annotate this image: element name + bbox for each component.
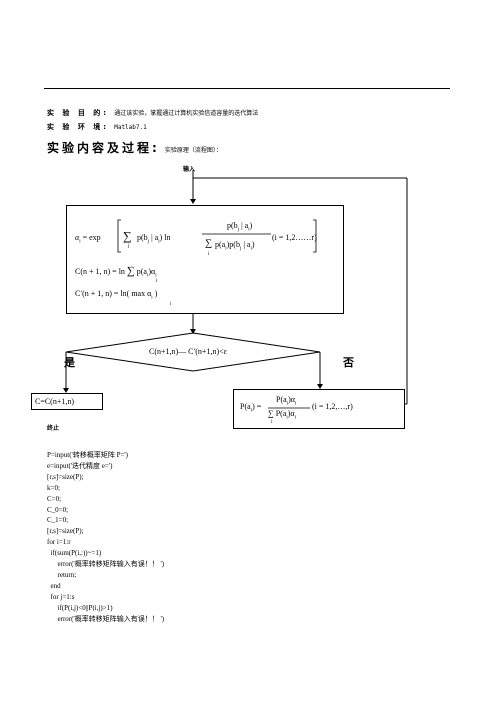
capacity-sum-index: i: [156, 279, 158, 284]
code-line: C=0;: [47, 494, 62, 503]
decision-diamond: [65, 332, 321, 372]
process-heading: 实验内容及过程:: [47, 141, 160, 155]
capacity-result-box: C=C(n+1,n): [31, 393, 103, 410]
code-line: C_0=0;: [47, 505, 69, 514]
code-line: P=input('转移概率矩阵 P='): [47, 451, 129, 459]
code-line: error('概率转移矩阵输入有误！！ '): [47, 560, 165, 569]
header-rule: [44, 88, 450, 89]
update-lhs: P(ai) =: [240, 402, 262, 414]
sum-index: j: [128, 244, 130, 249]
fraction-sum-index: i: [208, 252, 210, 257]
formula-brackets: [117, 219, 317, 253]
fraction-numerator: p(bj | ai): [227, 221, 253, 233]
env-label: 实 验 环 境:: [47, 123, 110, 131]
yes-label: 是: [64, 356, 75, 369]
update-denominator: ∑ P(ai)αi: [268, 409, 297, 421]
capacity-formula: C(n + 1, n) = ln ∑ p(ai)αi: [75, 265, 157, 279]
capacity-prime-formula: C′(n + 1, n) = ln( max αi ): [75, 289, 158, 301]
formula-box: αi = exp ∑ j p(bj | ai) ln p(bj | ai) ∑ …: [66, 205, 344, 314]
env-text: Matlab7.1: [114, 124, 147, 131]
input-label: 输入: [183, 166, 196, 173]
fraction-denominator: p(ai)p(bj | ai): [215, 240, 255, 252]
code-line: if(sum(P(i,:))~=1): [47, 549, 102, 558]
update-den-index: i: [271, 420, 273, 425]
code-line: C_1=0;: [47, 516, 69, 525]
update-range: (i = 1,2,…,r): [312, 402, 353, 411]
capacity-result-text: C=C(n+1,n): [35, 397, 75, 406]
term1: p(bj | ai) ln: [137, 233, 171, 245]
purpose-label: 实 验 目 的:: [47, 109, 110, 117]
update-numerator: P(ai)αi: [276, 395, 297, 407]
purpose-row: 实 验 目 的: 通过该实验，掌握通过计算机实验信道容量的迭代算法: [47, 100, 258, 119]
code-line: for j=1:s: [47, 592, 75, 601]
code-line: return;: [47, 570, 77, 579]
condition-text: C(n+1,n)— C′(n+1,n)<ε: [149, 347, 227, 356]
fraction-sum: ∑: [205, 238, 213, 249]
max-index: i: [170, 302, 172, 307]
code-line: for i=1:r: [47, 538, 71, 547]
no-label: 否: [343, 356, 354, 369]
sum-symbol: ∑: [123, 229, 132, 243]
formula-range: (i = 1,2……r): [272, 233, 317, 242]
code-listing: P=input('转移概率矩阵 P=') e=input('迭代精度 e=') …: [47, 450, 164, 625]
code-line: error('概率转移矩阵输入有误！！ '): [47, 614, 165, 623]
purpose-text: 通过该实验，掌握通过计算机实验信道容量的迭代算法: [114, 110, 259, 117]
code-line: if(P(i,j)<0||P(i,j)>1): [47, 603, 113, 612]
update-box: P(ai) = P(ai)αi ∑ P(ai)αi i (i = 1,2,…,r…: [233, 389, 405, 429]
update-fraction-bar: [268, 407, 310, 409]
alpha-formula: αi = exp: [75, 233, 101, 245]
process-note: 实验原理（流程图）：: [164, 147, 222, 154]
code-line: e=input('迭代精度 e='): [47, 461, 113, 470]
code-line: k=0;: [47, 483, 60, 492]
process-row: 实验内容及过程: 实验原理（流程图）：: [47, 137, 222, 156]
stop-label: 终止: [47, 425, 60, 432]
code-line: [r,s]=size(P);: [47, 527, 84, 536]
env-row: 实 验 环 境: Matlab7.1: [47, 114, 147, 133]
code-line: end: [47, 581, 61, 590]
code-line: [r,s]=size(P);: [47, 472, 84, 481]
